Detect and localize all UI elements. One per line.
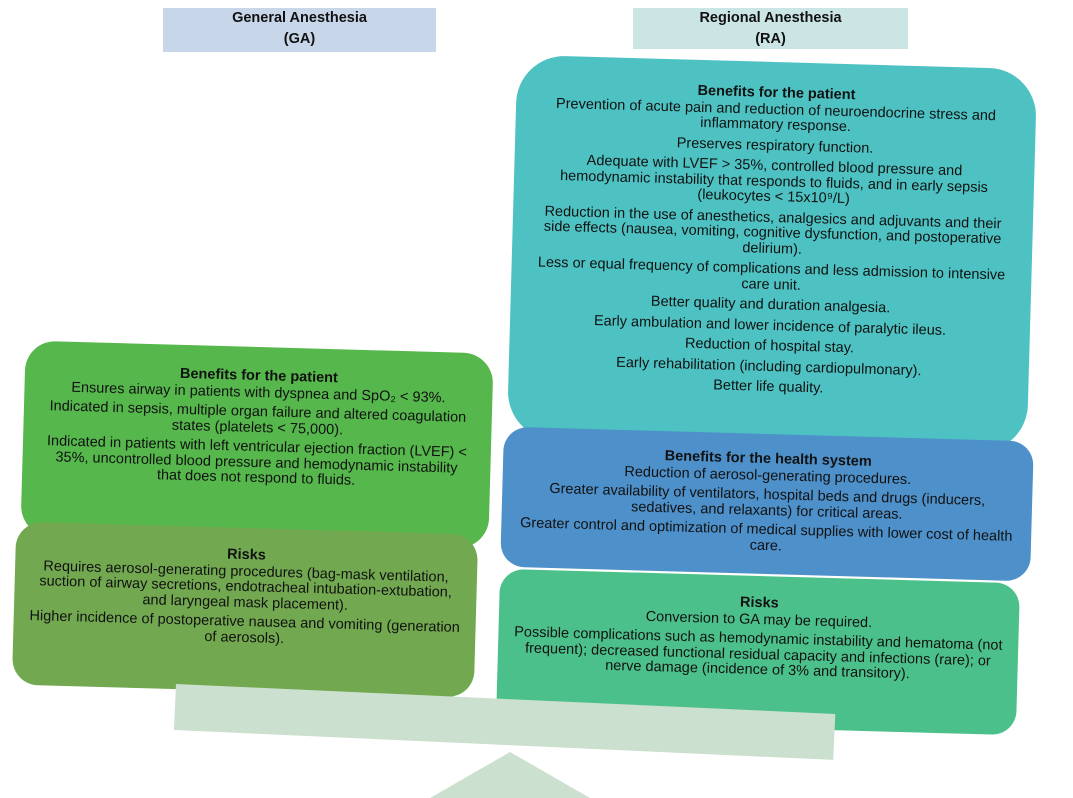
ra-benefits-patient-box: Benefits for the patient Prevention of a… (506, 54, 1038, 454)
ra-header-title: Regional Anesthesia (699, 10, 842, 26)
ga-header-title: General Anesthesia (232, 10, 367, 26)
ra-benefit-item: Reduction in the use of anesthetics, ana… (543, 203, 1002, 258)
ra-risk-item: Possible complications such as hemodynam… (514, 624, 1003, 683)
ga-risk-item: Higher incidence of postoperative nausea… (29, 607, 461, 647)
seesaw-fulcrum (430, 752, 590, 798)
ga-benefit-item: Indicated in patients with left ventricu… (46, 433, 468, 489)
ra-header-abbrev: (RA) (755, 31, 786, 47)
ra-header: Regional Anesthesia (RA) (633, 8, 908, 49)
ga-benefits-patient-box: Benefits for the patient Ensures airway … (20, 340, 494, 549)
ra-benefits-health-box: Benefits for the health system Reduction… (500, 426, 1034, 582)
ga-header: General Anesthesia (GA) (163, 8, 436, 52)
ga-header-abbrev: (GA) (283, 31, 316, 47)
fulcrum-triangle-icon (430, 752, 590, 798)
ga-risks-box: Risks Requires aerosol-generating proced… (11, 521, 479, 698)
ra-benefit-item: Adequate with LVEF > 35%, controlled blo… (559, 152, 989, 208)
